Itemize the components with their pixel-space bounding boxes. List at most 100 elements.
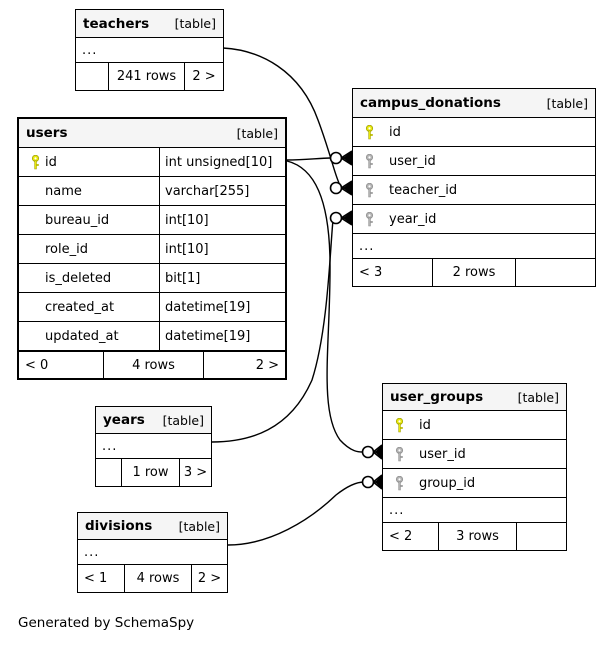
table-divisions-footer-next[interactable]: 2 > [191, 565, 227, 592]
column-type: varchar[255] [159, 177, 285, 205]
table-users-footer-next[interactable]: 2 > [203, 352, 285, 378]
column-label: id [45, 154, 57, 170]
table-row[interactable]: user_id [383, 440, 566, 469]
key-icon [389, 417, 409, 433]
table-years-header: years [table] [96, 407, 211, 434]
table-row[interactable]: role_id int[10] [19, 235, 285, 264]
table-divisions-footer-prev[interactable]: < 1 [84, 571, 108, 586]
table-teachers-header: teachers [table] [76, 10, 223, 38]
edge-users-to-campus-donations-user [286, 157, 331, 161]
table-row[interactable]: user_id [353, 147, 595, 176]
table-row[interactable]: id int unsigned[10] [19, 148, 285, 177]
column-label: id [419, 417, 431, 433]
table-row[interactable]: id [353, 118, 595, 147]
column-type: datetime[19] [159, 322, 285, 350]
table-row[interactable]: bureau_id int[10] [19, 206, 285, 235]
table-divisions-tag: [table] [178, 518, 220, 534]
table-teachers[interactable]: teachers [table] ... 241 rows 2 > [75, 9, 224, 91]
table-divisions-name: divisions [85, 518, 153, 534]
key-icon [389, 475, 409, 491]
table-years-tag: [table] [162, 412, 204, 428]
table-row[interactable]: group_id [383, 469, 566, 498]
column-campus-donations-teacher-id: teacher_id [353, 176, 595, 204]
table-row[interactable]: id [383, 411, 566, 440]
table-years-footer-next[interactable]: 3 > [179, 459, 211, 486]
table-years-footer: 1 row 3 > [96, 459, 211, 486]
table-users-footer-rows: 4 rows [103, 352, 203, 378]
table-user-groups-tag: [table] [517, 389, 559, 405]
table-teachers-footer: 241 rows 2 > [76, 63, 223, 90]
column-user-groups-user-id: user_id [383, 440, 566, 468]
table-teachers-tag: [table] [174, 16, 216, 31]
table-user-groups-footer-rows: 3 rows [438, 523, 516, 550]
table-users-tag: [table] [236, 125, 278, 141]
table-user-groups-footer-prev[interactable]: < 2 [389, 529, 413, 544]
table-users[interactable]: users [table] id int unsigned[10] name v… [17, 117, 287, 380]
key-icon [25, 154, 45, 170]
column-type: datetime[19] [159, 293, 285, 321]
column-users-name: name [19, 177, 159, 205]
table-years-footer-rows: 1 row [121, 459, 179, 486]
table-campus-donations-footer-rows: 2 rows [432, 259, 515, 286]
column-label: user_id [419, 446, 466, 462]
key-icon [359, 124, 379, 140]
key-icon [359, 211, 379, 227]
table-user-groups-footer: < 2 3 rows [383, 523, 566, 550]
connector-endpoint-user-groups-user-id [361, 444, 383, 460]
table-users-footer-prev[interactable]: < 0 [25, 357, 49, 373]
table-years-ellipsis: ... [96, 434, 211, 459]
table-campus-donations-footer: < 3 2 rows [353, 259, 595, 286]
connector-endpoint-campus-donations-teacher-id [329, 180, 353, 196]
table-row[interactable]: is_deleted bit[1] [19, 264, 285, 293]
table-campus-donations-footer-next[interactable] [515, 259, 595, 286]
column-type: int[10] [159, 206, 285, 234]
column-users-id: id [19, 148, 159, 176]
column-user-groups-id: id [383, 411, 566, 439]
table-user-groups[interactable]: user_groups [table] id user_id [382, 383, 567, 551]
table-row[interactable]: name varchar[255] [19, 177, 285, 206]
table-user-groups-footer-next[interactable] [516, 523, 566, 550]
table-divisions[interactable]: divisions [table] ... < 1 4 rows 2 > [77, 512, 228, 593]
column-user-groups-group-id: group_id [383, 469, 566, 497]
column-type: int[10] [159, 235, 285, 263]
table-row[interactable]: teacher_id [353, 176, 595, 205]
table-years-footer-prev[interactable] [96, 459, 121, 486]
column-label: user_id [389, 153, 436, 169]
table-campus-donations[interactable]: campus_donations [table] id user_id [352, 88, 596, 287]
table-row[interactable]: updated_at datetime[19] [19, 322, 285, 351]
connector-endpoint-campus-donations-user-id [329, 150, 353, 166]
table-teachers-name: teachers [83, 15, 150, 32]
generated-by-credit: Generated by SchemaSpy [18, 615, 195, 631]
connector-endpoint-campus-donations-year-id [329, 210, 353, 226]
table-teachers-footer-rows: 241 rows [108, 63, 184, 90]
column-campus-donations-id: id [353, 118, 595, 146]
column-label: bureau_id [45, 212, 110, 228]
table-row[interactable]: created_at datetime[19] [19, 293, 285, 322]
key-icon [389, 446, 409, 462]
column-campus-donations-year-id: year_id [353, 205, 595, 233]
table-campus-donations-name: campus_donations [360, 95, 501, 111]
table-divisions-footer-rows: 4 rows [124, 565, 191, 592]
table-years-name: years [103, 412, 145, 428]
table-user-groups-header: user_groups [table] [383, 384, 566, 411]
table-campus-donations-header: campus_donations [table] [353, 89, 595, 118]
table-teachers-footer-prev[interactable] [76, 63, 108, 90]
column-label: id [389, 124, 401, 140]
table-users-footer: < 0 4 rows 2 > [19, 351, 285, 378]
table-users-name: users [26, 125, 68, 141]
column-label: group_id [419, 475, 476, 491]
table-campus-donations-footer-prev[interactable]: < 3 [359, 265, 383, 280]
column-label: role_id [45, 241, 88, 257]
column-users-created-at: created_at [19, 293, 159, 321]
table-years[interactable]: years [table] ... 1 row 3 > [95, 406, 212, 487]
connector-endpoint-user-groups-group-id [361, 474, 383, 490]
key-icon [359, 182, 379, 198]
column-users-role-id: role_id [19, 235, 159, 263]
table-users-header: users [table] [19, 119, 285, 148]
column-campus-donations-user-id: user_id [353, 147, 595, 175]
key-icon [359, 153, 379, 169]
table-row[interactable]: year_id [353, 205, 595, 234]
column-label: created_at [45, 299, 115, 315]
column-label: teacher_id [389, 182, 458, 198]
table-teachers-footer-next[interactable]: 2 > [184, 63, 223, 90]
